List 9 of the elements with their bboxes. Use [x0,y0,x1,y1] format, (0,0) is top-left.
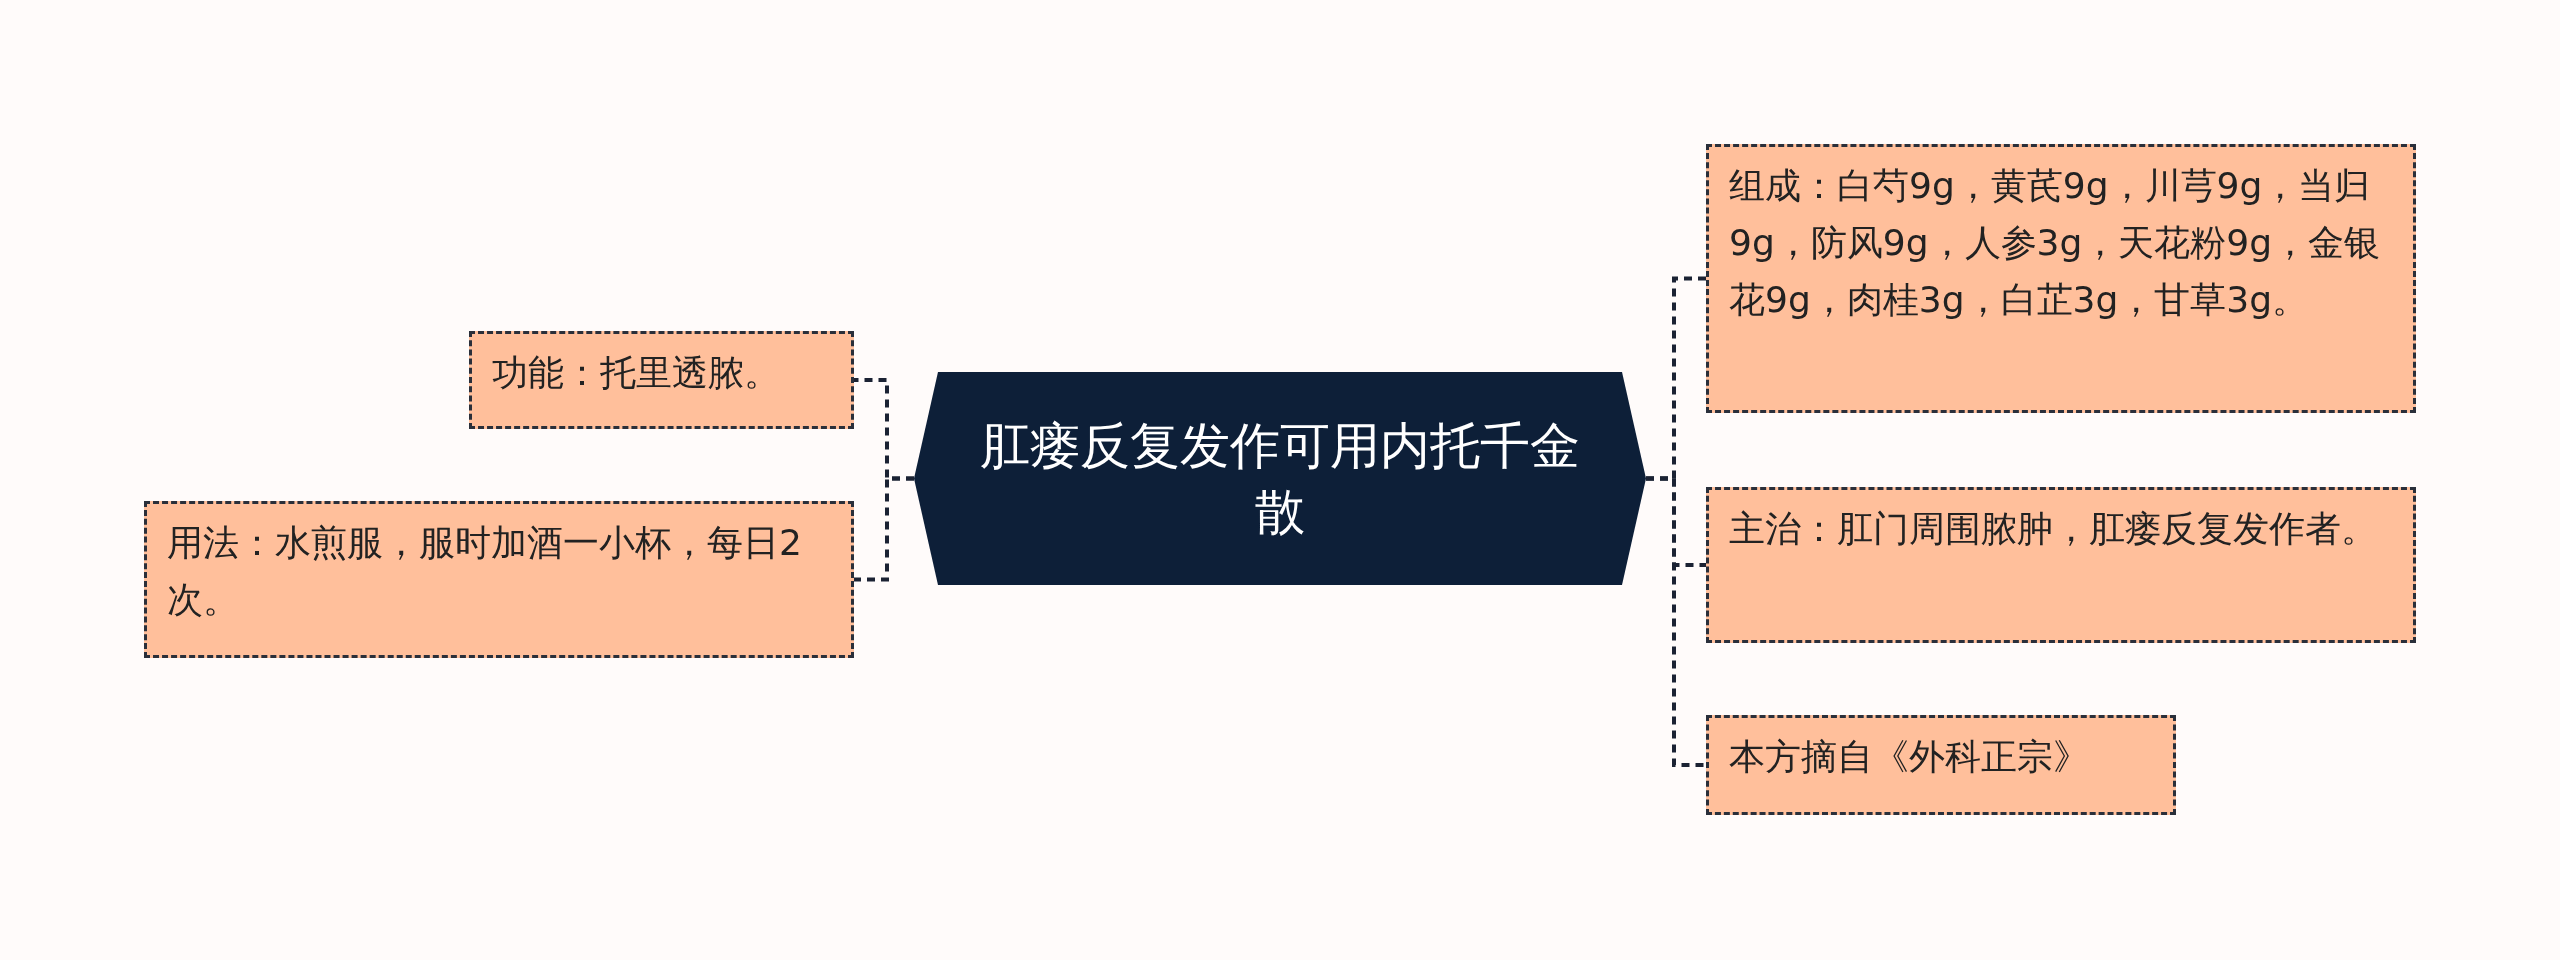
text-box: 本方摘自《外科正宗》 [1706,715,2176,815]
text-box: 组成：白芍9g，黄芪9g，川芎9g，当归9g，防风9g，人参3g，天花粉9g，金银花9g，肉桂3g，白芷3g，甘草3g。 [1706,144,2416,413]
text-box: 主治：肛门周围脓肿，肛瘘反复发作者。 [1706,487,2416,643]
topic-text: 肛瘘反复发作可用内托千金散 [979,415,1581,543]
connector-line [1646,476,1706,767]
topic-hexagon [914,372,1646,585]
text-box: 用法：水煎服，服时加酒一小杯，每日2次。 [144,501,854,658]
text-box: 功能：托里透脓。 [469,331,854,429]
connector-line [854,476,914,582]
